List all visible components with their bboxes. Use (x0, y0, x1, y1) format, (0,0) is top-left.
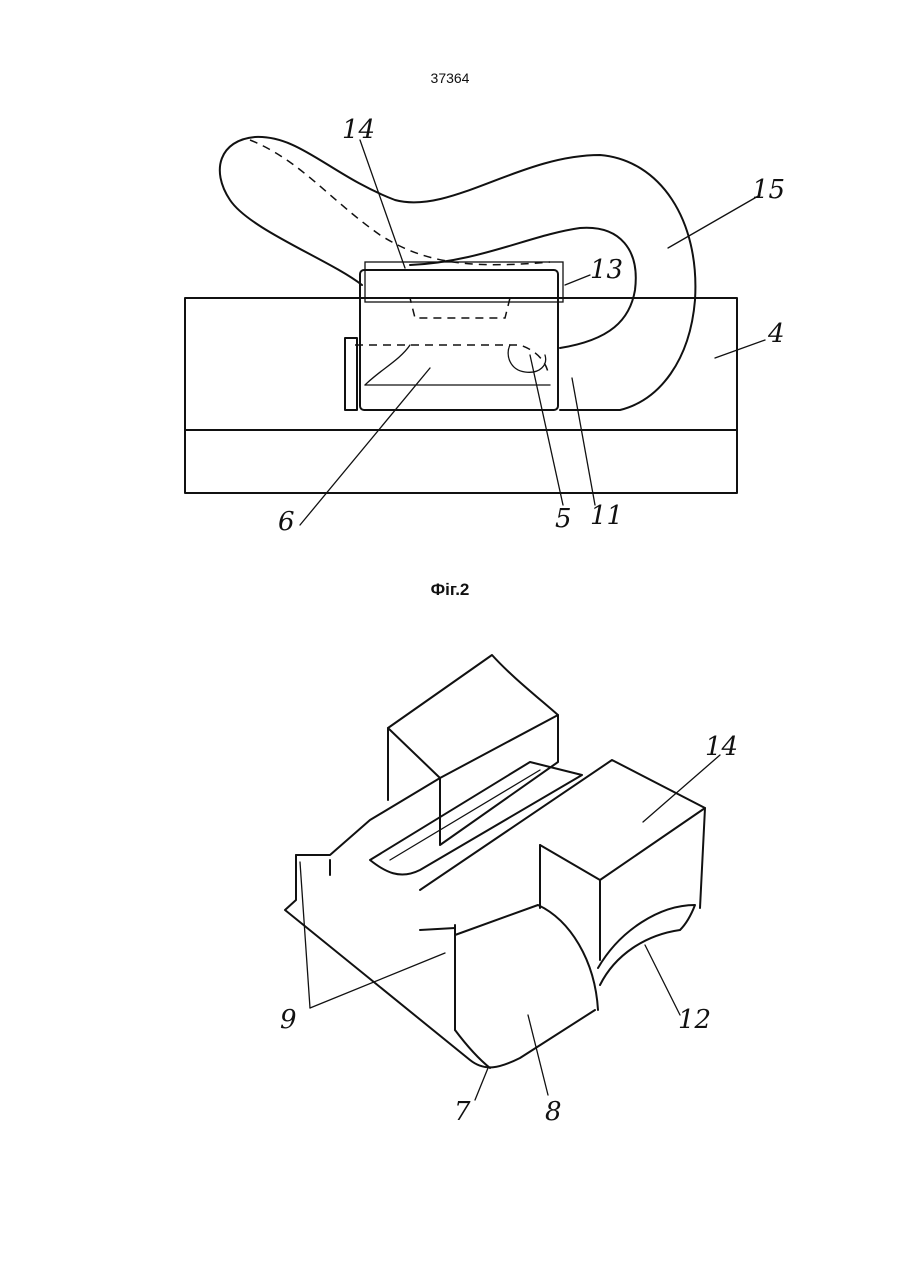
ref-label-14: 14 (342, 115, 375, 145)
figure-2-drawing: 14 9 12 7 8 (0, 640, 900, 1140)
slider-block-isometric (285, 655, 705, 1068)
leader-lines (300, 140, 765, 525)
leader-lines-fig2 (300, 755, 720, 1100)
ref-label-5: 5 (555, 504, 572, 534)
ref-label-4: 4 (767, 319, 785, 349)
ref-label-14: 14 (705, 732, 738, 762)
ref-label-6: 6 (278, 507, 295, 537)
hook-outline (220, 137, 696, 410)
ref-label-11: 11 (590, 501, 623, 531)
ref-label-12: 12 (678, 1005, 711, 1035)
page-number: 37364 (0, 70, 900, 86)
ref-label-7: 7 (454, 1097, 471, 1127)
rail-body (185, 298, 737, 493)
figure-1-drawing: 14 15 13 4 6 5 11 (0, 100, 900, 550)
figure-caption: Фіг.2 (0, 580, 900, 600)
ref-label-13: 13 (590, 255, 623, 285)
slider-block (345, 262, 563, 410)
ref-label-9: 9 (280, 1005, 297, 1035)
ref-label-8: 8 (545, 1097, 562, 1127)
ref-label-15: 15 (752, 175, 785, 205)
